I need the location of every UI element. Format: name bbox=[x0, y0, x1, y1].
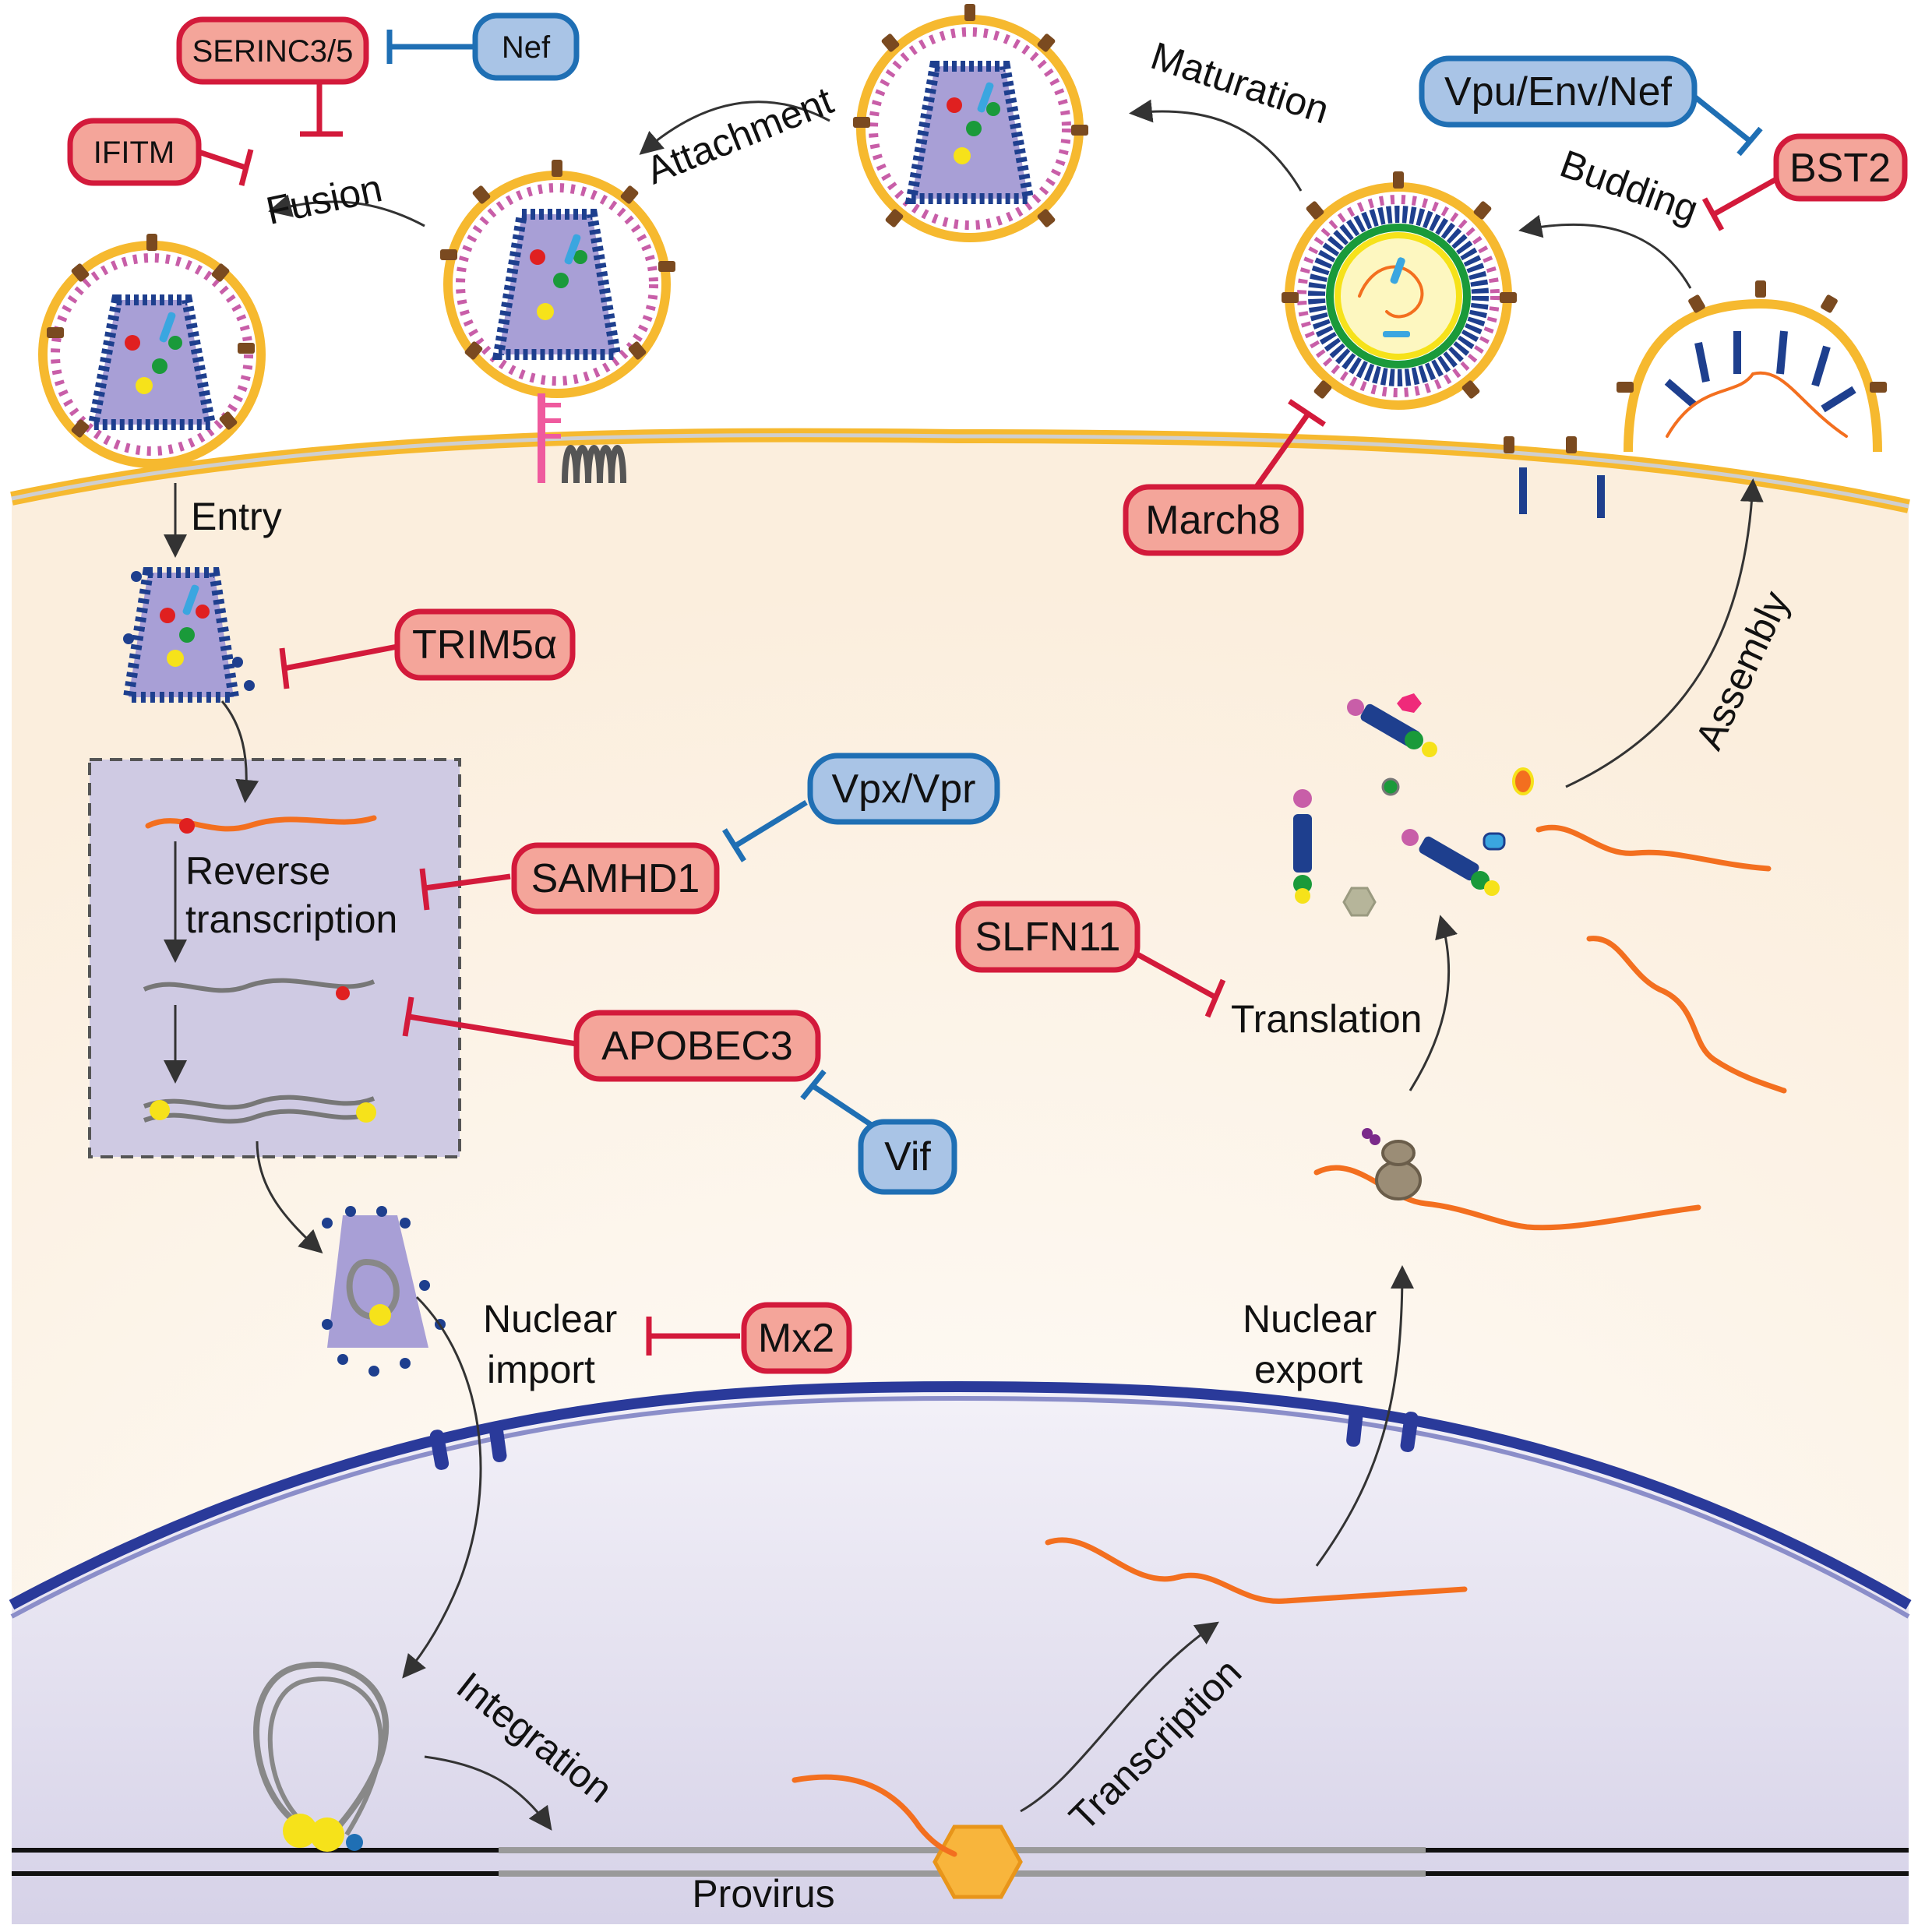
virion-fusing bbox=[38, 234, 266, 468]
vpu-env-nef-box: Vpu/Env/Nef bbox=[1419, 55, 1698, 128]
nuclear-pore bbox=[1400, 1412, 1419, 1452]
arrow-nuclear-import bbox=[402, 1296, 482, 1679]
nef-label: Nef bbox=[502, 30, 551, 65]
slfn11-label: SLFN11 bbox=[975, 915, 1121, 960]
arrow-transcription bbox=[1020, 1621, 1219, 1813]
nuclear-pore bbox=[1346, 1405, 1363, 1447]
vpu-env-nef-label: Vpu/Env/Nef bbox=[1444, 69, 1672, 115]
coreceptor bbox=[562, 445, 626, 484]
plasma-membrane bbox=[10, 428, 1910, 513]
arrow-budding bbox=[1518, 214, 1692, 289]
arrow-attachment bbox=[639, 100, 830, 155]
pre-integration-complex bbox=[322, 1206, 446, 1377]
step-rt-transcription: transcription bbox=[185, 897, 397, 941]
vpx-vpr-label: Vpx/Vpr bbox=[832, 767, 976, 812]
arrow-integration bbox=[424, 1755, 552, 1831]
apobec3-box: APOBEC3 bbox=[573, 1010, 821, 1082]
samhd1-box: SAMHD1 bbox=[511, 842, 720, 915]
virion-budding bbox=[1504, 280, 1887, 518]
serinc-box: SERINC3/5 bbox=[176, 16, 369, 85]
nucleus bbox=[9, 1380, 1912, 1924]
march8-label: March8 bbox=[1145, 498, 1280, 543]
vif-label: Vif bbox=[884, 1134, 931, 1179]
ribosome-icon bbox=[1362, 1128, 1422, 1200]
step-maturation: Maturation bbox=[1146, 33, 1334, 132]
slfn11-box: SLFN11 bbox=[955, 901, 1141, 973]
step-budding: Budding bbox=[1555, 142, 1705, 231]
march8-box: March8 bbox=[1123, 484, 1304, 556]
bst2-box: BST2 bbox=[1773, 133, 1908, 202]
capsid-entering bbox=[122, 567, 255, 703]
trim5a-label: TRIM5α bbox=[412, 622, 557, 668]
vpx-vpr-box: Vpx/Vpr bbox=[807, 753, 1000, 825]
provirus-label: Provirus bbox=[692, 1872, 834, 1916]
virion-immature bbox=[1282, 171, 1517, 410]
integrating-dna bbox=[253, 1661, 389, 1852]
samhd1-label: SAMHD1 bbox=[531, 856, 700, 901]
arrow-to-pic bbox=[256, 1141, 323, 1254]
mx2-box: Mx2 bbox=[741, 1302, 852, 1374]
step-translation: Translation bbox=[1231, 997, 1422, 1041]
cd4-receptor bbox=[538, 393, 545, 483]
ifitm-label: IFITM bbox=[93, 136, 175, 170]
gag-proteins bbox=[1293, 693, 1534, 917]
step-attachment: Attachment bbox=[640, 79, 840, 193]
step-nuclear-export-2: export bbox=[1254, 1348, 1363, 1391]
arrow-fusion bbox=[268, 194, 425, 227]
virion-attached bbox=[440, 160, 675, 484]
apobec3-label: APOBEC3 bbox=[601, 1024, 793, 1069]
arrow-to-rt bbox=[220, 700, 259, 803]
rna-polymerase-icon bbox=[933, 1824, 1023, 1899]
trim5a-box: TRIM5α bbox=[394, 608, 576, 681]
arrow-maturation bbox=[1129, 99, 1303, 192]
step-nuclear-export-1: Nuclear bbox=[1243, 1297, 1377, 1341]
step-nuclear-import-1: Nuclear bbox=[483, 1297, 617, 1341]
ifitm-box: IFITM bbox=[67, 118, 202, 186]
arrow-translation bbox=[1409, 915, 1458, 1091]
nuclear-pore bbox=[488, 1422, 507, 1462]
serinc-label: SERINC3/5 bbox=[192, 34, 354, 69]
host-chromosome bbox=[12, 1774, 1909, 1899]
arrow-nuclear-export bbox=[1315, 1265, 1414, 1567]
mx2-label: Mx2 bbox=[758, 1316, 834, 1361]
step-reverse: Reverse bbox=[185, 849, 330, 893]
step-nuclear-import-2: import bbox=[487, 1348, 595, 1391]
nef-box: Nef bbox=[472, 12, 580, 81]
step-fusion: Fusion bbox=[263, 166, 386, 233]
arrow-assembly bbox=[1565, 478, 1764, 788]
nuclear-pore bbox=[429, 1430, 450, 1470]
virion-mature bbox=[853, 4, 1088, 242]
step-entry: Entry bbox=[191, 495, 282, 538]
vif-box: Vif bbox=[858, 1119, 957, 1195]
bst2-label: BST2 bbox=[1789, 146, 1891, 191]
